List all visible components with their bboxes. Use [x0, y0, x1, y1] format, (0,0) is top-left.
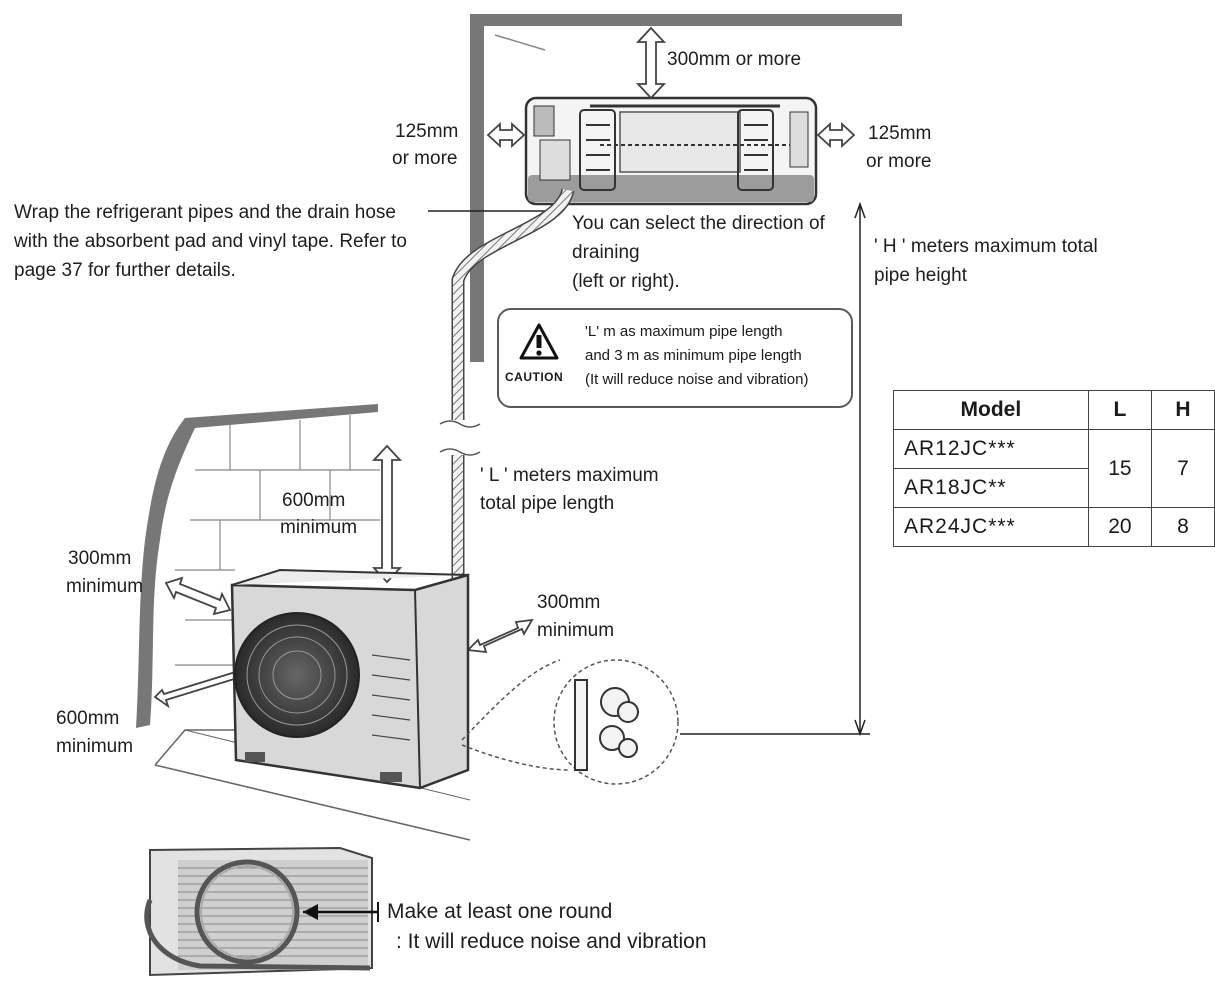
table-cell-l: 15	[1087, 429, 1153, 508]
pipe-spec-table: Model L H AR12JC*** 15 7 AR18JC** AR24JC…	[893, 390, 1215, 547]
caution-text-line3: (It will reduce noise and vibration)	[585, 371, 809, 388]
indoor-unit	[524, 96, 818, 206]
valve-detail	[461, 659, 679, 785]
table-cell-h: 7	[1151, 429, 1215, 508]
table-cell-model: AR12JC***	[893, 429, 1089, 469]
table-cell-model: AR24JC***	[893, 507, 1089, 547]
table-row: AR12JC*** 15 7	[893, 429, 1215, 508]
table-row: AR24JC*** 20 8	[893, 507, 1215, 547]
indoor-wall	[470, 14, 902, 362]
outdoor-left-clearance-line1: 300mm	[68, 548, 132, 569]
table-header-h: H	[1151, 390, 1215, 430]
wrap-note-line3: page 37 for further details.	[14, 260, 236, 281]
table-cell-l: 20	[1087, 507, 1153, 547]
length-note-line2: total pipe length	[480, 493, 615, 514]
table-cell-h: 8	[1151, 507, 1215, 547]
pipe-round-note-line1: Make at least one round	[387, 900, 613, 923]
table-cell-model: AR18JC**	[893, 468, 1089, 508]
wrap-note-line1: Wrap the refrigerant pipes and the drain…	[14, 202, 396, 223]
wrap-note-line2: with the absorbent pad and vinyl tape. R…	[14, 231, 407, 252]
right-clearance-label-line1: 125mm	[868, 123, 932, 144]
height-dimension-line	[680, 201, 870, 737]
table-header-row: Model L H	[893, 390, 1215, 430]
height-note-line2: pipe height	[874, 265, 967, 286]
top-clearance-label: 300mm or more	[667, 49, 802, 70]
table-header-model: Model	[893, 390, 1089, 430]
right-clearance-label-line2: or more	[866, 151, 932, 172]
table-header-l: L	[1087, 390, 1153, 430]
outdoor-right-clearance-line2: minimum	[537, 620, 615, 641]
outdoor-top-clearance-line2: minimum	[280, 517, 358, 538]
outdoor-front-clearance-line2: minimum	[56, 736, 134, 757]
outdoor-top-clearance-line1: 600mm	[282, 490, 346, 511]
drain-note-line1: You can select the direction of	[572, 213, 825, 234]
indoor-clearance-arrows	[486, 26, 856, 149]
caution-text-line2: and 3 m as minimum pipe length	[585, 347, 802, 364]
left-clearance-label-line2: or more	[392, 148, 458, 169]
table-row: AR18JC**	[893, 468, 1215, 508]
caution-triangle-icon	[519, 323, 559, 360]
left-clearance-label-line1: 125mm	[395, 121, 459, 142]
outdoor-right-clearance-line1: 300mm	[537, 592, 601, 613]
outdoor-front-clearance-line1: 600mm	[56, 708, 120, 729]
length-note-line1: ' L ' meters maximum	[480, 465, 659, 486]
pipe-round-note-line2: : It will reduce noise and vibration	[396, 930, 707, 953]
outdoor-unit	[230, 568, 470, 790]
outdoor-left-clearance-line2: minimum	[66, 576, 144, 597]
drain-note-line3: (left or right).	[572, 271, 680, 292]
caution-box: CAUTION 'L' m as maximum pipe length and…	[497, 308, 853, 408]
pipe-coil-inset	[144, 846, 379, 977]
height-note-line1: ' H ' meters maximum total	[874, 236, 1098, 257]
drain-note-line2: draining	[572, 242, 640, 263]
caution-text-line1: 'L' m as maximum pipe length	[585, 323, 783, 340]
caution-label: CAUTION	[505, 370, 564, 384]
